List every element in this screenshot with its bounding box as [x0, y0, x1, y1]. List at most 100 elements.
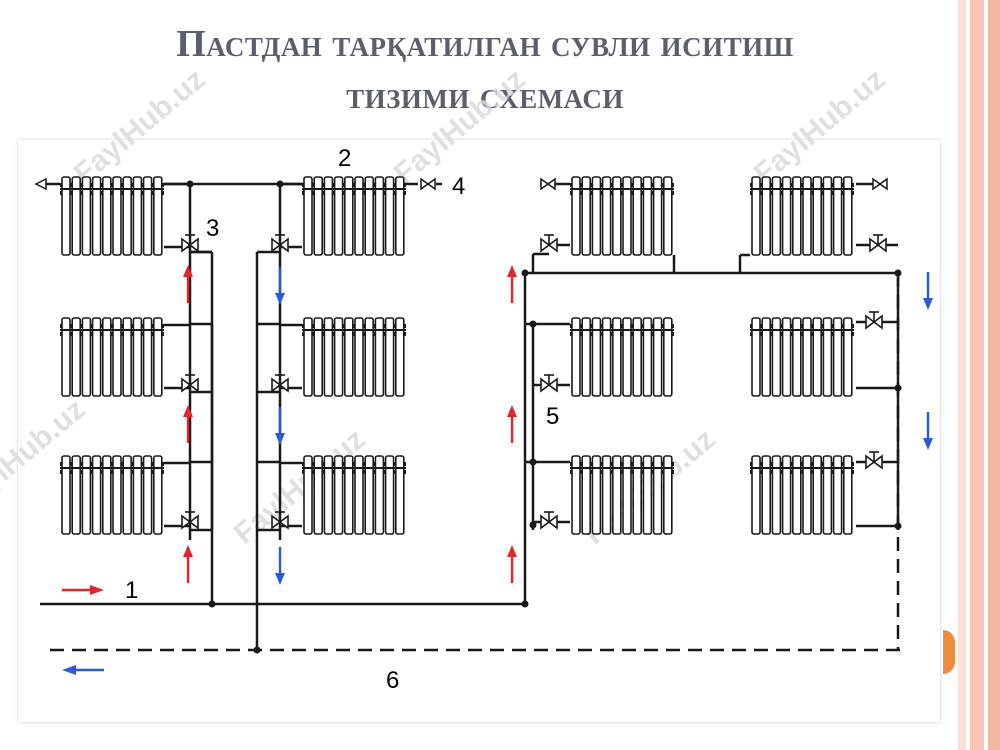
- radiator-section: [632, 455, 643, 535]
- radiator-section: [153, 317, 163, 397]
- radiator-section: [791, 176, 802, 256]
- radiator-section: [771, 317, 782, 397]
- radiator-section: [751, 176, 761, 256]
- valve-half: [869, 237, 880, 253]
- radiator-top-bar: [570, 470, 674, 474]
- radiator-section: [91, 176, 102, 256]
- radiator-section: [791, 455, 802, 535]
- radiator: [302, 176, 406, 256]
- next-slide-button[interactable]: [943, 630, 955, 674]
- radiator-top-bar: [60, 324, 164, 328]
- radiator-section: [662, 455, 673, 535]
- radiator-section: [812, 317, 823, 397]
- radiator-top-bar: [750, 324, 854, 328]
- radiator-section: [374, 317, 385, 397]
- radiator-section: [112, 176, 122, 256]
- radiator-section: [761, 455, 772, 535]
- radiator-top-bar: [750, 191, 854, 195]
- radiator-top-bar: [750, 183, 854, 187]
- vent-half: [872, 177, 882, 191]
- radiator-section: [313, 176, 324, 256]
- radiator-section: [611, 317, 622, 397]
- radiator-section: [832, 176, 843, 256]
- valve-icon: [271, 374, 289, 393]
- radiator-section: [771, 455, 782, 535]
- pipe-junction: [208, 600, 216, 608]
- radiator-section: [61, 455, 71, 535]
- radiator: [750, 176, 854, 256]
- radiator-section: [781, 455, 792, 535]
- supply-arrow-icon: [183, 545, 193, 583]
- pipe-junction: [253, 646, 261, 654]
- valve-half: [188, 514, 199, 530]
- radiator-section: [132, 455, 143, 535]
- radiator-section: [142, 317, 153, 397]
- radiator-section: [91, 455, 102, 535]
- radiator-section: [81, 176, 92, 256]
- radiator-section: [581, 317, 592, 397]
- valve-half: [540, 377, 551, 393]
- radiator-section: [822, 455, 833, 535]
- vent-half: [540, 177, 550, 191]
- arrow-head: [90, 585, 104, 595]
- label-3: 3: [206, 215, 219, 242]
- valve-half: [278, 514, 289, 530]
- arrow-head: [507, 405, 517, 417]
- vent-half: [546, 177, 556, 191]
- radiator-section: [384, 176, 395, 256]
- radiator-section: [781, 176, 792, 256]
- radiator: [750, 455, 854, 535]
- radiator-section: [71, 317, 81, 397]
- radiator-section: [313, 455, 324, 535]
- return-arrow-icon: [275, 267, 285, 305]
- radiator-section: [751, 455, 761, 535]
- radiator-section: [781, 317, 792, 397]
- valve-half: [865, 314, 876, 330]
- radiator-section: [364, 317, 375, 397]
- radiator-section: [132, 317, 143, 397]
- arrow-head: [507, 545, 517, 557]
- valve-icon: [271, 234, 289, 253]
- radiator-top-bar: [60, 332, 164, 336]
- radiator: [60, 455, 164, 535]
- radiator-top-bar: [570, 462, 674, 466]
- radiator: [750, 317, 854, 397]
- radiator-section: [354, 455, 364, 535]
- pipe-junction: [521, 269, 529, 277]
- valve-icon: [181, 511, 199, 530]
- radiator-section: [323, 317, 334, 397]
- title-line-2: тизими схемаси: [346, 75, 624, 117]
- radiator-section: [591, 317, 602, 397]
- supply-arrow-icon: [507, 405, 517, 443]
- valve-half: [188, 237, 199, 253]
- radiator-section: [364, 455, 375, 535]
- pipe-junction: [186, 180, 194, 188]
- radiator-section: [842, 455, 853, 535]
- radiator-section: [652, 455, 663, 535]
- pipe-junction: [894, 384, 902, 392]
- radiator-section: [842, 176, 853, 256]
- radiator-section: [303, 317, 313, 397]
- radiator-section: [384, 455, 395, 535]
- radiator-section: [122, 176, 132, 256]
- radiator-section: [323, 455, 334, 535]
- valve-half: [540, 237, 551, 253]
- radiator-top-bar: [302, 183, 406, 187]
- radiator-top-bar: [570, 183, 674, 187]
- arrow-head: [183, 545, 193, 557]
- radiator-section: [384, 317, 395, 397]
- valve-half: [278, 377, 289, 393]
- radiator-section: [632, 176, 643, 256]
- arrow-head: [275, 433, 285, 445]
- valve-half: [547, 377, 558, 393]
- arrow-head: [923, 438, 933, 450]
- radiator-section: [142, 176, 153, 256]
- radiator-top-bar: [60, 462, 164, 466]
- radiator-section: [394, 317, 405, 397]
- valve-half: [188, 377, 199, 393]
- radiator-section: [632, 317, 643, 397]
- radiator-section: [802, 455, 812, 535]
- radiator-section: [343, 317, 354, 397]
- radiators: [60, 176, 854, 535]
- valve-half: [876, 237, 887, 253]
